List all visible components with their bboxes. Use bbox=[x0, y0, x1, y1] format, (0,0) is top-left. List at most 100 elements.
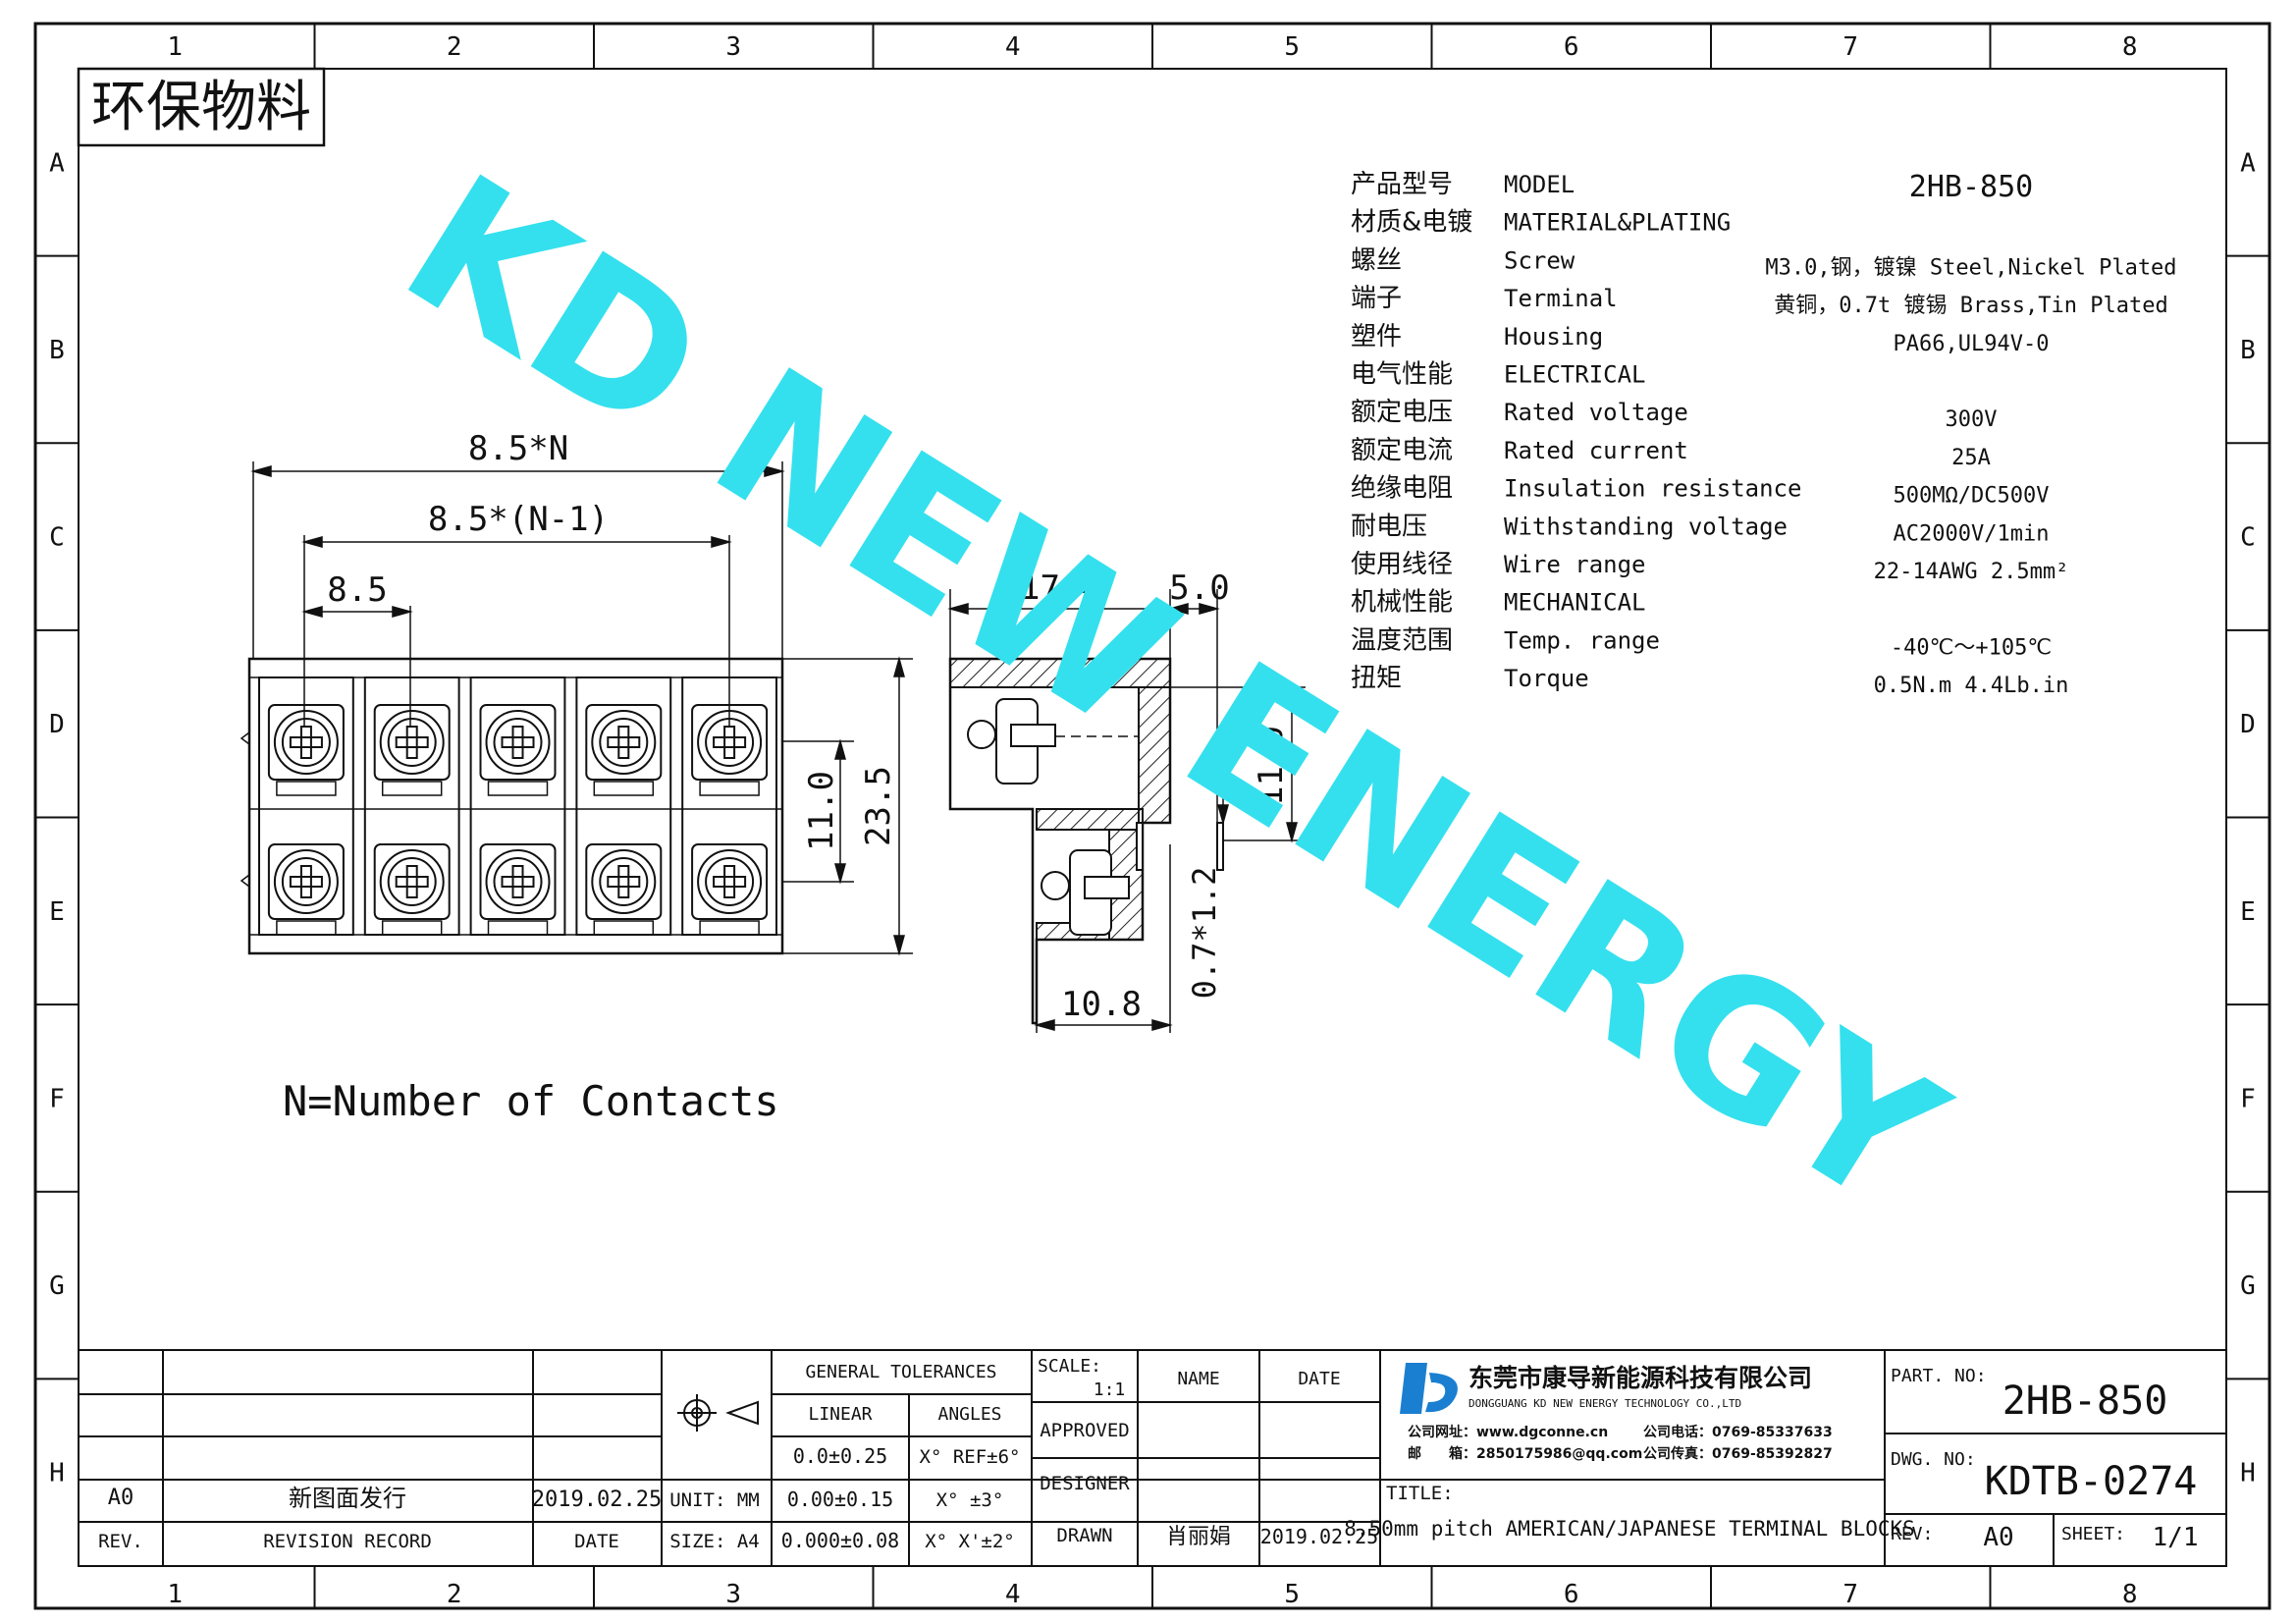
screw-head-icon bbox=[387, 718, 437, 767]
spec-value: PA66,UL94V-0 bbox=[1894, 332, 2050, 356]
dim-depth: 17.4 bbox=[1020, 568, 1100, 608]
spec-en-label: MATERIAL&PLATING bbox=[1504, 209, 1731, 237]
spec-cn-label: 螺丝 bbox=[1351, 245, 1402, 275]
row-letter-right-G: G bbox=[2240, 1271, 2256, 1301]
unit-label: UNIT: MM bbox=[669, 1489, 760, 1511]
screw-head-icon bbox=[387, 857, 437, 906]
projection-symbol bbox=[677, 1394, 759, 1432]
spec-value: 0.5N.m 4.4Lb.in bbox=[1874, 674, 2069, 698]
spec-en-label: Wire range bbox=[1504, 551, 1646, 578]
row-letter-left-C: C bbox=[49, 523, 65, 553]
date-header: DATE bbox=[574, 1531, 619, 1552]
scale-label: SCALE: bbox=[1038, 1356, 1101, 1377]
spec-en-label: MODEL bbox=[1504, 171, 1575, 198]
row-letter-left-D: D bbox=[49, 710, 65, 739]
front-view bbox=[240, 657, 784, 955]
title-block bbox=[79, 1349, 2226, 1566]
company-name-en: DONGGUANG KD NEW ENERGY TECHNOLOGY CO.,L… bbox=[1468, 1397, 1741, 1410]
title-label: TITLE: bbox=[1386, 1483, 1454, 1504]
name-header: NAME bbox=[1177, 1369, 1219, 1389]
spec-cn-label: 电气性能 bbox=[1351, 360, 1453, 390]
spec-en-label: Temp. range bbox=[1504, 626, 1660, 654]
drawing-title: 8.50mm pitch AMERICAN/JAPANESE TERMINAL … bbox=[1344, 1517, 1915, 1541]
spec-cn-label: 额定电流 bbox=[1351, 436, 1453, 465]
column-number-bottom-5: 5 bbox=[1284, 1580, 1300, 1609]
column-number-bottom-4: 4 bbox=[1005, 1580, 1021, 1609]
column-number-top-8: 8 bbox=[2122, 32, 2138, 62]
sheet-value: 1/1 bbox=[2153, 1523, 2199, 1552]
linear-tol-3: 0.000±0.08 bbox=[781, 1529, 899, 1552]
tolerances: GENERAL TOLERANCES LINEAR ANGLES 0.0±0.2… bbox=[781, 1362, 1021, 1552]
rev-label: REV: bbox=[1891, 1524, 1933, 1544]
spec-cn-label: 温度范围 bbox=[1351, 625, 1453, 655]
column-number-top-6: 6 bbox=[1564, 32, 1579, 62]
spec-value: M3.0,钢，镀镍 Steel,Nickel Plated bbox=[1765, 255, 2176, 280]
part-info: PART. NO: 2HB-850 DWG. NO: KDTB-0274 REV… bbox=[1891, 1366, 2198, 1552]
screw-head-icon bbox=[493, 857, 543, 906]
row-letter-left-E: E bbox=[49, 897, 65, 927]
angle-tol-2: X° ±3° bbox=[936, 1489, 1004, 1511]
spec-value: 25A bbox=[1951, 446, 1991, 470]
rev-value-block: A0 bbox=[1983, 1523, 2013, 1552]
sheet-label: SHEET: bbox=[2061, 1524, 2125, 1544]
column-number-top-7: 7 bbox=[1842, 32, 1858, 62]
dim-height: 23.5 bbox=[859, 766, 898, 846]
dim-pitch-n: 8.5*N bbox=[468, 429, 568, 468]
part-no-label: PART. NO: bbox=[1891, 1366, 1987, 1386]
dwg-no-label: DWG. NO: bbox=[1891, 1449, 1976, 1470]
drawn-label: DRAWN bbox=[1056, 1525, 1112, 1546]
column-number-bottom-2: 2 bbox=[447, 1580, 462, 1609]
revision-table: A0 新图面发行 2019.02.25 REV. REVISION RECORD… bbox=[98, 1485, 760, 1552]
company-email: 邮 箱：2850175986@qq.com bbox=[1408, 1445, 1642, 1462]
designer-label: DESIGNER bbox=[1040, 1473, 1130, 1494]
spec-cn-label: 使用线径 bbox=[1351, 550, 1453, 579]
company-phone: 公司电话：0769-85337633 bbox=[1643, 1424, 1833, 1440]
company-name-cn: 东莞市康导新能源科技有限公司 bbox=[1468, 1364, 1812, 1392]
size-label: SIZE: A4 bbox=[669, 1531, 760, 1552]
spec-en-label: Torque bbox=[1504, 665, 1589, 692]
linear-tol-1: 0.0±0.25 bbox=[793, 1444, 887, 1468]
dim-pin: 0.7*1.2 bbox=[1186, 867, 1223, 1000]
spec-value: AC2000V/1min bbox=[1894, 521, 2050, 546]
approvals: SCALE: 1:1 NAME DATE APPROVED DESIGNER D… bbox=[1038, 1356, 1378, 1549]
side-view bbox=[948, 657, 1224, 1025]
spec-value: -40℃～+105℃ bbox=[1891, 635, 2052, 660]
spec-en-label: Terminal bbox=[1504, 285, 1618, 312]
row-letter-right-D: D bbox=[2240, 710, 2256, 739]
screw-head-icon bbox=[705, 857, 755, 906]
angle-tol-3: X° X'±2° bbox=[925, 1531, 1015, 1552]
spec-value: 2HB-850 bbox=[1909, 170, 2033, 204]
row-letter-left-B: B bbox=[49, 336, 65, 365]
company-website: 公司网址：www.dgconne.cn bbox=[1408, 1424, 1608, 1440]
column-number-top-4: 4 bbox=[1005, 32, 1021, 62]
spec-cn-label: 端子 bbox=[1351, 284, 1402, 313]
column-number-top-3: 3 bbox=[725, 32, 741, 62]
side-dim-labels: 17.4 5.0 11.0 0.7*1.2 10.8 bbox=[1020, 568, 1291, 1024]
spec-cn-label: 塑件 bbox=[1351, 322, 1402, 352]
column-number-bottom-1: 1 bbox=[167, 1580, 183, 1609]
rev-header: REV. bbox=[98, 1531, 143, 1552]
part-no-value: 2HB-850 bbox=[2002, 1379, 2168, 1424]
linear-tol-2: 0.00±0.15 bbox=[787, 1488, 893, 1511]
column-number-bottom-8: 8 bbox=[2122, 1580, 2138, 1609]
revision-record-header: REVISION RECORD bbox=[263, 1531, 432, 1552]
row-letter-right-H: H bbox=[2240, 1459, 2256, 1488]
dim-pitch-n-minus-1: 8.5*(N-1) bbox=[428, 500, 609, 539]
drawn-date: 2019.02.25 bbox=[1260, 1525, 1378, 1548]
row-letter-left-H: H bbox=[49, 1459, 65, 1488]
screw-head-icon bbox=[493, 718, 543, 767]
dwg-no-value: KDTB-0274 bbox=[1985, 1459, 2198, 1504]
row-letter-right-F: F bbox=[2240, 1084, 2256, 1113]
column-number-bottom-7: 7 bbox=[1842, 1580, 1858, 1609]
front-dimensions bbox=[250, 461, 913, 956]
column-number-bottom-3: 3 bbox=[725, 1580, 741, 1609]
row-letter-right-B: B bbox=[2240, 336, 2256, 365]
dim-offset: 5.0 bbox=[1169, 568, 1229, 608]
spec-cn-label: 绝缘电阻 bbox=[1351, 474, 1453, 504]
spec-cn-label: 扭矩 bbox=[1351, 664, 1402, 693]
tolerances-header: GENERAL TOLERANCES bbox=[805, 1362, 996, 1382]
spec-en-label: Rated voltage bbox=[1504, 399, 1688, 426]
spec-cn-label: 产品型号 bbox=[1351, 170, 1453, 199]
spec-value: 黄铜，0.7t 镀锡 Brass,Tin Plated bbox=[1774, 294, 2167, 318]
